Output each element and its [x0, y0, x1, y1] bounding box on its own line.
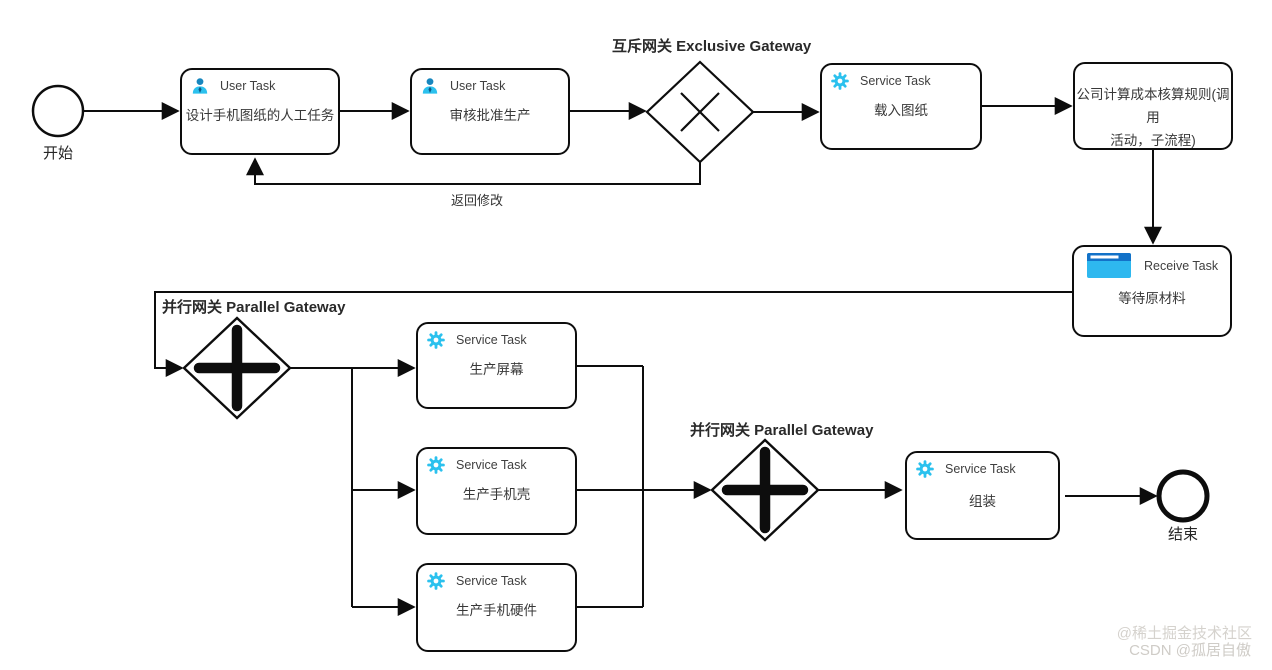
task-text: 公司计算成本核算规则(调用 活动，子流程) — [1075, 84, 1231, 153]
watermark-juejin: @稀土掘金技术社区 — [1116, 625, 1252, 642]
task-load-drawings: Service Task 载入图纸 — [820, 63, 982, 150]
gear-icon — [427, 331, 445, 349]
gear-icon — [427, 572, 445, 590]
task-type-label: Service Task — [945, 462, 1016, 476]
task-header: Service Task — [916, 460, 1016, 478]
task-text: 审核批准生产 — [449, 108, 531, 123]
task-header: Receive Task — [1087, 253, 1218, 278]
flow-wait-to-parallel-split — [154, 291, 1072, 377]
task-header: User Task — [421, 77, 505, 95]
task-text-line1: 公司计算成本核算规则(调用 — [1076, 87, 1230, 125]
task-text: 设计手机图纸的人工任务 — [185, 108, 335, 123]
task-text: 生产屏幕 — [469, 362, 524, 377]
task-approve-production: User Task 审核批准生产 — [410, 68, 570, 155]
parallel-gateway-split-label: 并行网关 Parallel Gateway — [162, 299, 346, 316]
start-event-circle — [31, 84, 85, 138]
task-text: 生产手机壳 — [462, 487, 531, 502]
parallel-gateway-join-label: 并行网关 Parallel Gateway — [690, 422, 874, 439]
plus-mark-icon — [721, 446, 809, 534]
return-flow-label: 返回修改 — [451, 193, 504, 208]
task-header: Service Task — [831, 72, 931, 90]
task-cost-call-activity: 公司计算成本核算规则(调用 活动，子流程) — [1073, 62, 1233, 150]
task-type-label: Service Task — [456, 574, 527, 588]
task-type-label: Service Task — [456, 458, 527, 472]
flow-return-to-design — [246, 157, 701, 185]
exclusive-gateway-label: 互斥网关 Exclusive Gateway — [612, 38, 812, 55]
task-text-line2: 活动，子流程) — [1110, 132, 1196, 148]
task-type-label: User Task — [220, 79, 276, 93]
gear-icon — [831, 72, 849, 90]
user-icon — [421, 77, 439, 95]
task-text: 生产手机硬件 — [456, 603, 537, 618]
task-assemble: Service Task 组装 — [905, 451, 1060, 540]
task-wait-materials: Receive Task 等待原材料 — [1072, 245, 1232, 337]
task-design-phone-drawings: User Task 设计手机图纸的人工任务 — [180, 68, 340, 155]
start-event-label: 开始 — [43, 145, 74, 162]
task-produce-screen: Service Task 生产屏幕 — [416, 322, 577, 409]
end-event-label: 结束 — [1168, 526, 1199, 543]
task-type-label: Service Task — [860, 74, 931, 88]
task-produce-hardware: Service Task 生产手机硬件 — [416, 563, 577, 652]
watermark-csdn: CSDN @孤居自傲 — [1129, 642, 1251, 659]
task-text: 等待原材料 — [1118, 291, 1186, 306]
message-icon — [1087, 253, 1131, 278]
user-icon — [191, 77, 209, 95]
task-header: Service Task — [427, 572, 527, 590]
task-header: Service Task — [427, 331, 527, 349]
task-produce-case: Service Task 生产手机壳 — [416, 447, 577, 535]
task-header: Service Task — [427, 456, 527, 474]
plus-mark-icon — [193, 324, 281, 412]
task-type-label: User Task — [450, 79, 506, 93]
task-type-label: Service Task — [456, 333, 527, 347]
task-text: 载入图纸 — [874, 103, 928, 118]
end-event-circle — [1156, 469, 1210, 523]
x-mark-icon — [680, 92, 720, 132]
gear-icon — [916, 460, 934, 478]
task-header: User Task — [191, 77, 275, 95]
task-type-label: Receive Task — [1144, 258, 1219, 273]
task-text: 组装 — [969, 494, 996, 509]
gear-icon — [427, 456, 445, 474]
